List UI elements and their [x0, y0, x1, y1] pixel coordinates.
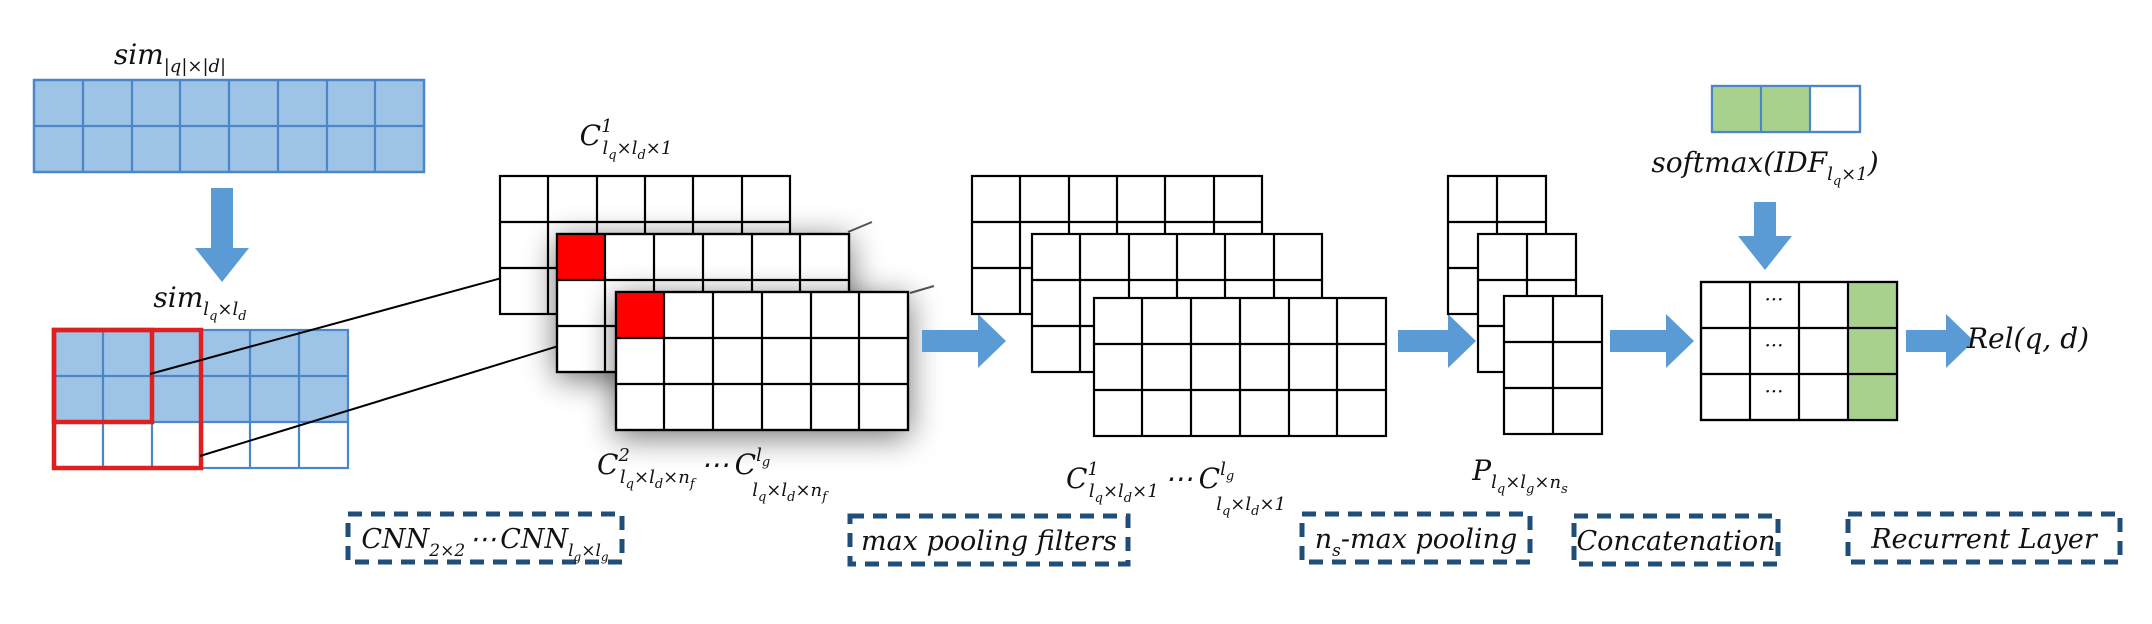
feature-map-3 — [614, 290, 910, 432]
svg-text:ns-max pooling: ns-max pooling — [1315, 524, 1518, 561]
rel-output-label: Rel(q, d) — [1966, 322, 2089, 355]
kernel-link-1 — [149, 262, 554, 375]
p-label: Plq×lg×ns — [1471, 454, 1568, 497]
right-arrow-3 — [1610, 314, 1694, 368]
stage-box-maxpool: max pooling filters — [847, 513, 1131, 567]
concat-matrix — [1699, 280, 1899, 422]
svg-text:CNN2×2⋯CNNlg×lg: CNN2×2⋯CNNlg×lg — [361, 524, 609, 564]
stage-box-recurrent: Recurrent Layer — [1845, 511, 2123, 565]
idf-vector — [1710, 84, 1862, 134]
softmax-label: softmax(IDFlq×1) — [1651, 146, 1878, 189]
svg-text:max pooling filters: max pooling filters — [861, 526, 1117, 557]
ellipsis-row-3: ··· — [1764, 379, 1783, 403]
sim-trunc-label: simlq×ld — [153, 281, 246, 324]
filter-cell-3 — [616, 292, 664, 338]
svg-text:Recurrent Layer: Recurrent Layer — [1870, 524, 2099, 555]
right-arrow-1 — [922, 314, 1006, 368]
filter-cell-2 — [557, 234, 605, 280]
down-arrow-softmax — [1738, 202, 1792, 270]
ellipsis-row-1: ··· — [1764, 287, 1783, 311]
stage-box-cnn: CNN2×2⋯CNNlg×lg — [345, 511, 625, 565]
pooled-map-3 — [1092, 296, 1388, 438]
sim-trunc-matrix — [51, 327, 350, 471]
kmax-map-3 — [1502, 294, 1604, 436]
stage-box-nsmax: ns-max pooling — [1299, 511, 1533, 565]
right-arrow-4 — [1906, 314, 1974, 368]
ellipsis-row-2: ··· — [1764, 333, 1783, 357]
sim-full-label: sim|q|×|d| — [114, 38, 226, 77]
down-arrow — [195, 188, 249, 282]
sim-full-matrix — [32, 78, 426, 174]
stage-box-concat: Concatenation — [1571, 513, 1781, 567]
svg-text:Concatenation: Concatenation — [1577, 526, 1776, 557]
right-arrow-2 — [1398, 314, 1476, 368]
kernel-3x3-highlight — [51, 327, 204, 471]
